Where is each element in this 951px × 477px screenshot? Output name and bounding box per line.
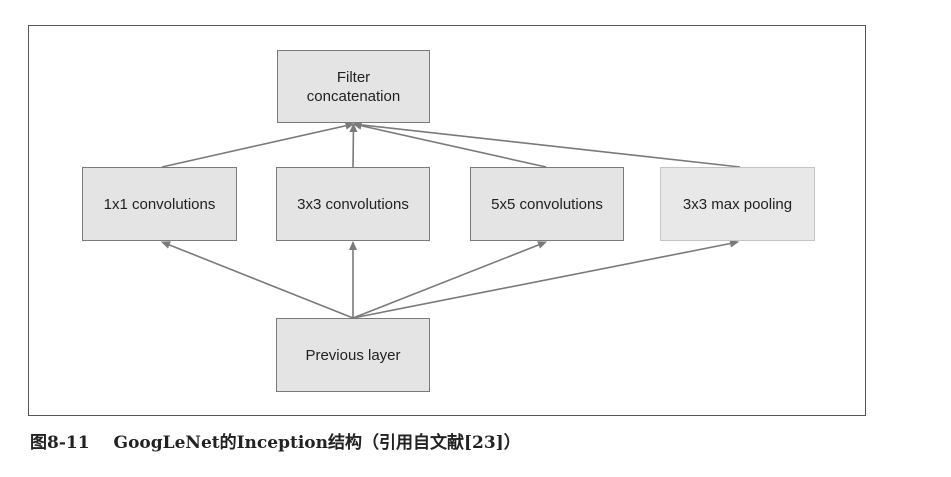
previous-layer-node: Previous layer — [276, 318, 430, 392]
figure-caption-text: GoogLeNet的Inception结构（引用自文献[23]） — [113, 433, 521, 453]
previous-layer-label: Previous layer — [305, 346, 401, 364]
conv-5x5-node: 5x5 convolutions — [470, 167, 624, 241]
figure-number: 图8-11 — [30, 433, 90, 453]
conv-3x3-node: 3x3 convolutions — [276, 167, 430, 241]
conv-1x1-label: 1x1 convolutions — [103, 195, 216, 213]
figure-caption: 图8-11 GoogLeNet的Inception结构（引用自文献[23]） — [30, 428, 521, 453]
conv-3x3-label: 3x3 convolutions — [297, 195, 409, 213]
filter-concatenation-label: Filter concatenation — [306, 68, 401, 105]
filter-concatenation-node: Filter concatenation — [277, 50, 430, 123]
conv-5x5-label: 5x5 convolutions — [491, 195, 603, 213]
max-pooling-3x3-node: 3x3 max pooling — [660, 167, 815, 241]
max-pooling-3x3-label: 3x3 max pooling — [682, 195, 793, 213]
conv-1x1-node: 1x1 convolutions — [82, 167, 237, 241]
